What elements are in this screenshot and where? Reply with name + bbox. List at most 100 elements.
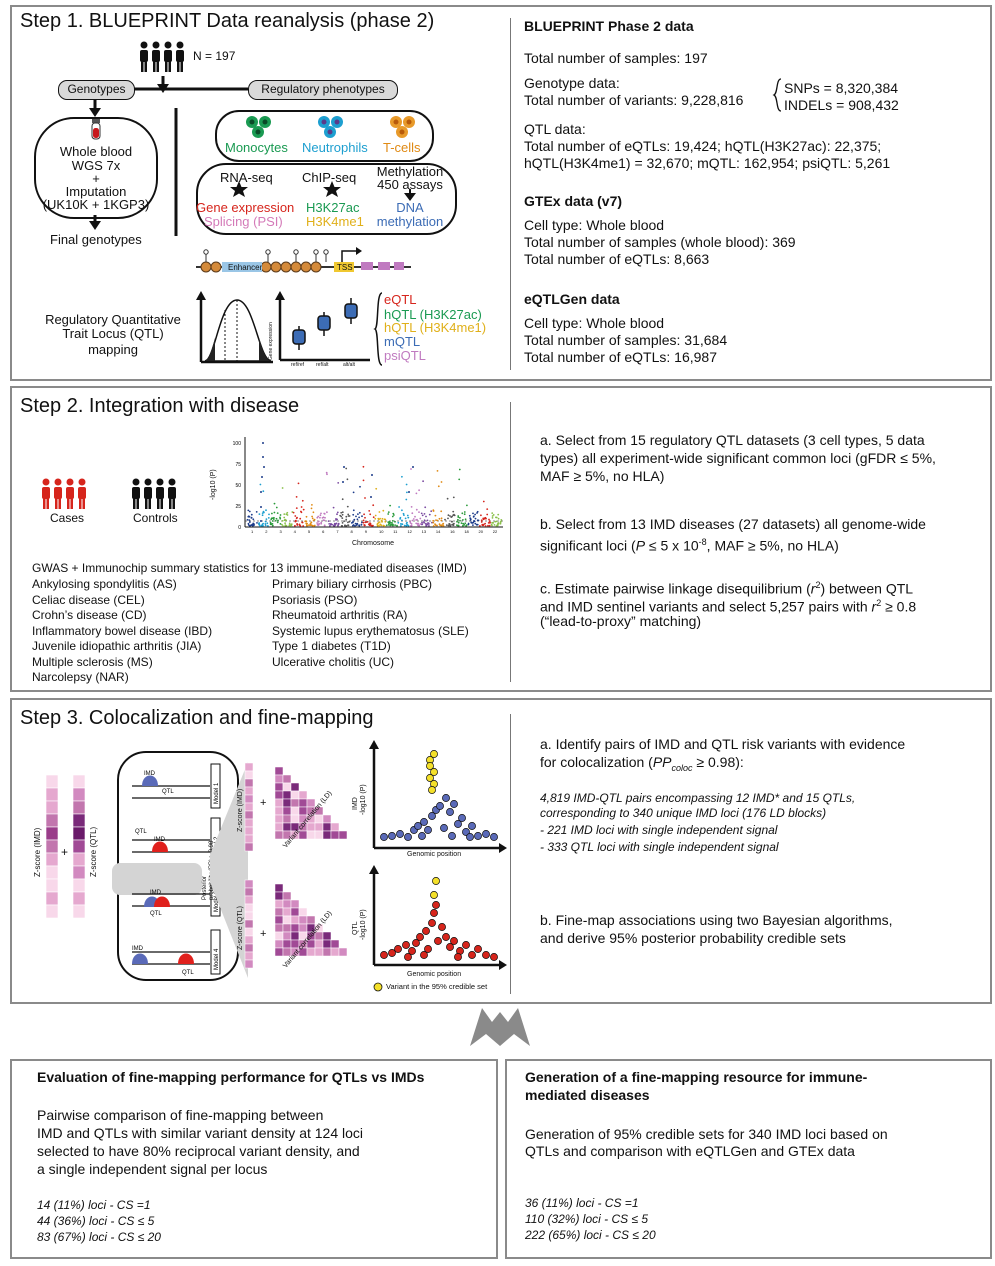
qtl-mapping-line-3: mapping — [88, 342, 138, 357]
blueprint-samples: Total number of samples: 197 — [524, 50, 708, 66]
manhattan-point — [431, 521, 433, 524]
scatter-point — [380, 833, 388, 841]
manhattan-point — [325, 471, 328, 474]
manhattan-point — [266, 522, 269, 525]
credible-set-point — [430, 891, 438, 899]
manhattan-point — [480, 514, 482, 517]
manhattan-point — [375, 487, 378, 490]
manhattan-point — [405, 522, 408, 525]
manhattan-ytick: 75 — [235, 462, 241, 468]
scatter-point — [432, 901, 440, 909]
ld-zscore-cell — [244, 887, 254, 897]
scatter-point — [458, 814, 466, 822]
step2-title: Step 2. Integration with disease — [20, 395, 300, 417]
manhattan-point — [480, 521, 483, 523]
manhattan-point — [320, 512, 322, 515]
signal-label: IMD — [154, 837, 166, 843]
manhattan-point — [283, 516, 286, 519]
bottom-left-body-1: Pairwise comparison of fine-mapping betw… — [37, 1107, 324, 1123]
manhattan-point — [451, 520, 453, 523]
scatter-point — [434, 937, 442, 945]
bottom-right-title-2: mediated diseases — [525, 1087, 650, 1103]
qtl-mapping-line-1: Regulatory Quantitative — [45, 312, 181, 327]
manhattan-point — [292, 511, 295, 514]
manhattan-point — [345, 518, 348, 521]
ld-cell — [274, 899, 284, 909]
ld-zscore-cell — [244, 834, 254, 844]
manhattan-point — [264, 520, 267, 523]
ld-cell — [290, 814, 300, 824]
ld-cell — [330, 822, 340, 832]
manhattan-point — [409, 522, 412, 524]
ld-cell — [282, 899, 292, 909]
ld-cell — [314, 947, 324, 957]
ld-zscore-cell — [244, 770, 254, 780]
scatter-point — [402, 941, 410, 949]
ld-cell — [322, 822, 332, 832]
manhattan-point — [430, 510, 433, 513]
manhattan-point — [294, 524, 296, 527]
manhattan-point — [495, 520, 498, 523]
boxplot-ylabel: Gene expression — [268, 322, 274, 360]
manhattan-point — [380, 524, 383, 527]
manhattan-point — [459, 516, 461, 519]
disease-item: Celiac disease (CEL) — [32, 592, 145, 607]
manhattan-point — [404, 517, 407, 520]
ld-zscore-cell — [244, 818, 254, 828]
methylation-label-1: Methylation — [376, 164, 444, 179]
manhattan-point — [426, 523, 429, 526]
imd-ylabel-1: IMD — [352, 797, 359, 810]
manhattan-xtick: 4 — [294, 529, 297, 534]
manhattan-point — [476, 512, 478, 514]
ld-top-plus: + — [260, 797, 267, 809]
manhattan-point — [352, 509, 355, 512]
scatter-point — [446, 808, 454, 816]
signal-label: IMD — [150, 890, 162, 896]
manhattan-point — [414, 515, 416, 518]
monocytes-label: Monocytes — [225, 140, 288, 155]
variants-brace — [772, 78, 782, 112]
manhattan-point — [270, 518, 273, 521]
manhattan-point — [312, 511, 315, 514]
manhattan-point — [440, 481, 443, 483]
manhattan-point — [252, 518, 255, 521]
ld-zscore-cell — [244, 911, 254, 921]
manhattan-point — [377, 525, 380, 527]
ld-cell — [298, 798, 308, 808]
manhattan-point — [482, 524, 485, 527]
scatter-point — [404, 953, 412, 961]
manhattan-point — [285, 513, 288, 516]
manhattan-point — [335, 522, 338, 525]
manhattan-point — [352, 513, 355, 516]
manhattan-point — [267, 525, 269, 527]
manhattan-point — [326, 473, 328, 476]
step2-a-line-1: a. Select from 15 regulatory QTL dataset… — [540, 432, 925, 448]
cells-box — [215, 110, 434, 162]
credible-set-legend-label: Variant in the 95% credible set — [386, 982, 488, 991]
manhattan-point — [493, 524, 496, 526]
manhattan-point — [412, 466, 414, 468]
manhattan-point — [400, 523, 402, 525]
rnaseq-label: RNA-seq — [220, 170, 273, 185]
manhattan-point — [400, 525, 402, 527]
manhattan-point — [262, 510, 265, 513]
zscore-imd-cell — [45, 904, 59, 919]
manhattan-point — [336, 518, 338, 521]
ld-zscore-cell — [244, 919, 254, 929]
credible-set-point — [426, 774, 434, 782]
manhattan-point — [330, 523, 332, 526]
step3-title: Step 3. Colocalization and fine-mapping — [20, 707, 374, 729]
manhattan-point — [328, 523, 331, 525]
manhattan-point — [305, 515, 308, 518]
manhattan-point — [411, 512, 414, 515]
ld-cell — [314, 939, 324, 949]
eqtlgen-line-3: Total number of eQTLs: 16,987 — [524, 349, 717, 365]
manhattan-point — [418, 489, 420, 492]
signal-bump — [132, 953, 148, 964]
manhattan-point — [260, 506, 262, 508]
step3-italic-3: - 221 IMD loci with single independent s… — [540, 823, 778, 837]
blueprint-heading: BLUEPRINT Phase 2 data — [524, 18, 694, 34]
bottom-right-body-2: QTLs and comparison with eQTLGen and GTE… — [525, 1143, 855, 1159]
manhattan-point — [379, 517, 381, 520]
